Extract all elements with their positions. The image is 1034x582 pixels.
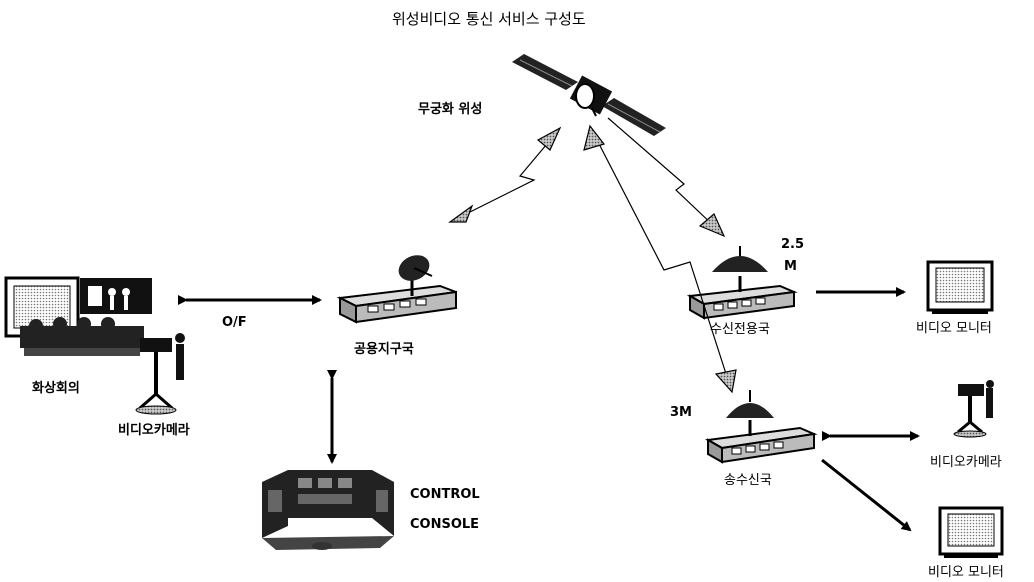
ground-station-icon [336,255,457,324]
ground-station-label: 공용지구국 [354,342,414,357]
diagram-title: 위성비디오 통신 서비스 구성도 [392,10,586,28]
video-conference-label: 화상회의 [32,381,80,396]
satellite-icon [512,54,666,136]
receive-station-size-top: 2.5 [781,237,805,252]
control-console-icon [262,470,394,550]
radio-link-satellite-transceive [583,124,737,394]
video-camera-right-icon [953,380,994,438]
satellite-label: 무궁화 위성 [418,102,483,117]
receive-station-size-bottom: M [784,259,797,274]
optical-fiber-label: O/F [222,315,247,330]
video-camera-right-label: 비디오카메라 [930,455,1002,470]
radio-link-satellite-receive [607,117,726,238]
transceive-station-icon [704,390,818,464]
video-monitor-top-label: 비디오 모니터 [916,321,992,336]
video-monitor-bottom-icon [938,506,1004,558]
console-label: CONSOLE [410,517,480,532]
radio-link-satellite-ground [448,126,562,223]
receive-station-icon [686,246,798,320]
video-camera-left-label: 비디오카메라 [118,423,190,438]
transceive-station-label: 송수신국 [724,473,772,488]
video-monitor-top-icon [926,260,994,314]
transceive-station-size: 3M [670,405,692,420]
control-label: CONTROL [410,487,480,502]
video-monitor-bottom-label: 비디오 모니터 [928,565,1004,580]
video-conference-icon [4,276,152,356]
receive-station-label: 수신전용국 [710,322,770,337]
video-camera-left-icon [135,333,185,415]
link-transceive-monitor [821,458,912,532]
